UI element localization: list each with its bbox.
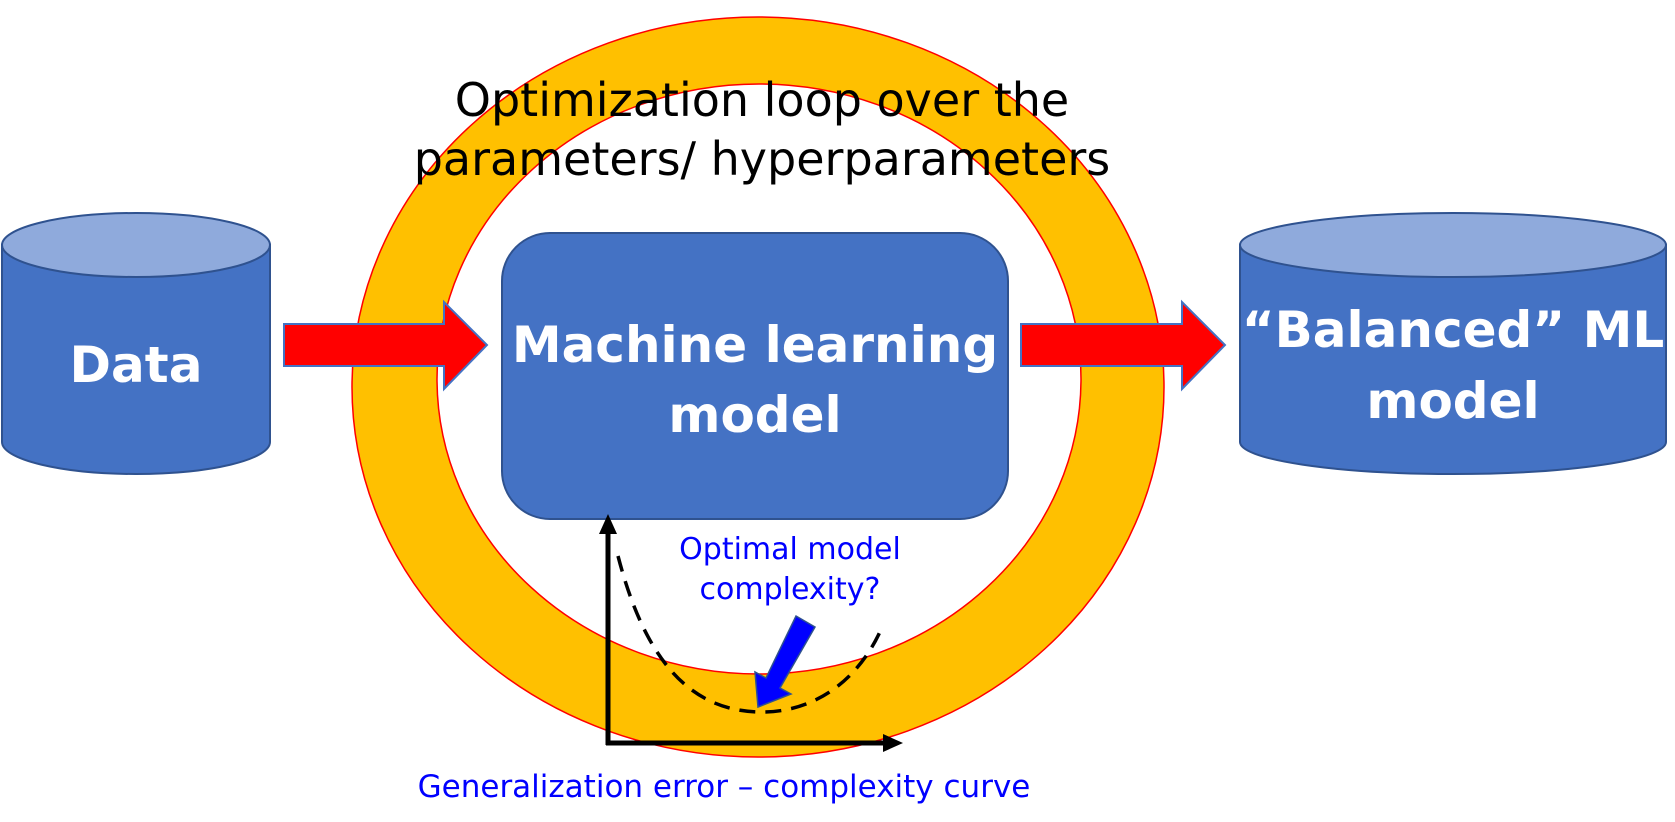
output-cylinder-body <box>1239 244 1667 475</box>
optimal-complexity-label-line2: complexity? <box>700 572 881 607</box>
model-box-shape <box>501 232 1009 520</box>
optimal-complexity-label-line1: Optimal model <box>679 532 901 567</box>
optimization-loop-ring <box>351 16 1165 758</box>
output-cylinder: “Balanced” ML model <box>1239 212 1667 475</box>
curve-axes <box>599 514 903 752</box>
x-axis-arrowhead <box>883 734 903 752</box>
generalization-error-curve <box>616 555 885 714</box>
output-arrow <box>1020 299 1227 392</box>
y-axis-arrowhead <box>599 514 617 534</box>
data-cylinder: Data <box>1 212 271 475</box>
model-box: Machine learning model <box>501 232 1009 520</box>
output-cylinder-top <box>1239 212 1667 278</box>
loop-title-line2: parameters/ hyperparameters <box>414 132 1111 186</box>
data-cylinder-top <box>1 212 271 278</box>
loop-title-line1: Optimization loop over the <box>455 73 1069 127</box>
output-label-line2: model <box>1366 372 1539 430</box>
data-label: Data <box>70 336 203 394</box>
model-label-line1: Machine learning <box>512 316 998 374</box>
curve-caption: Generalization error – complexity curve <box>418 769 1031 805</box>
output-label-line1: “Balanced” ML <box>1242 301 1664 359</box>
model-label-line2: model <box>668 386 841 444</box>
data-cylinder-body <box>1 244 271 475</box>
input-arrow <box>283 299 489 392</box>
optimal-complexity-arrow <box>754 614 817 709</box>
